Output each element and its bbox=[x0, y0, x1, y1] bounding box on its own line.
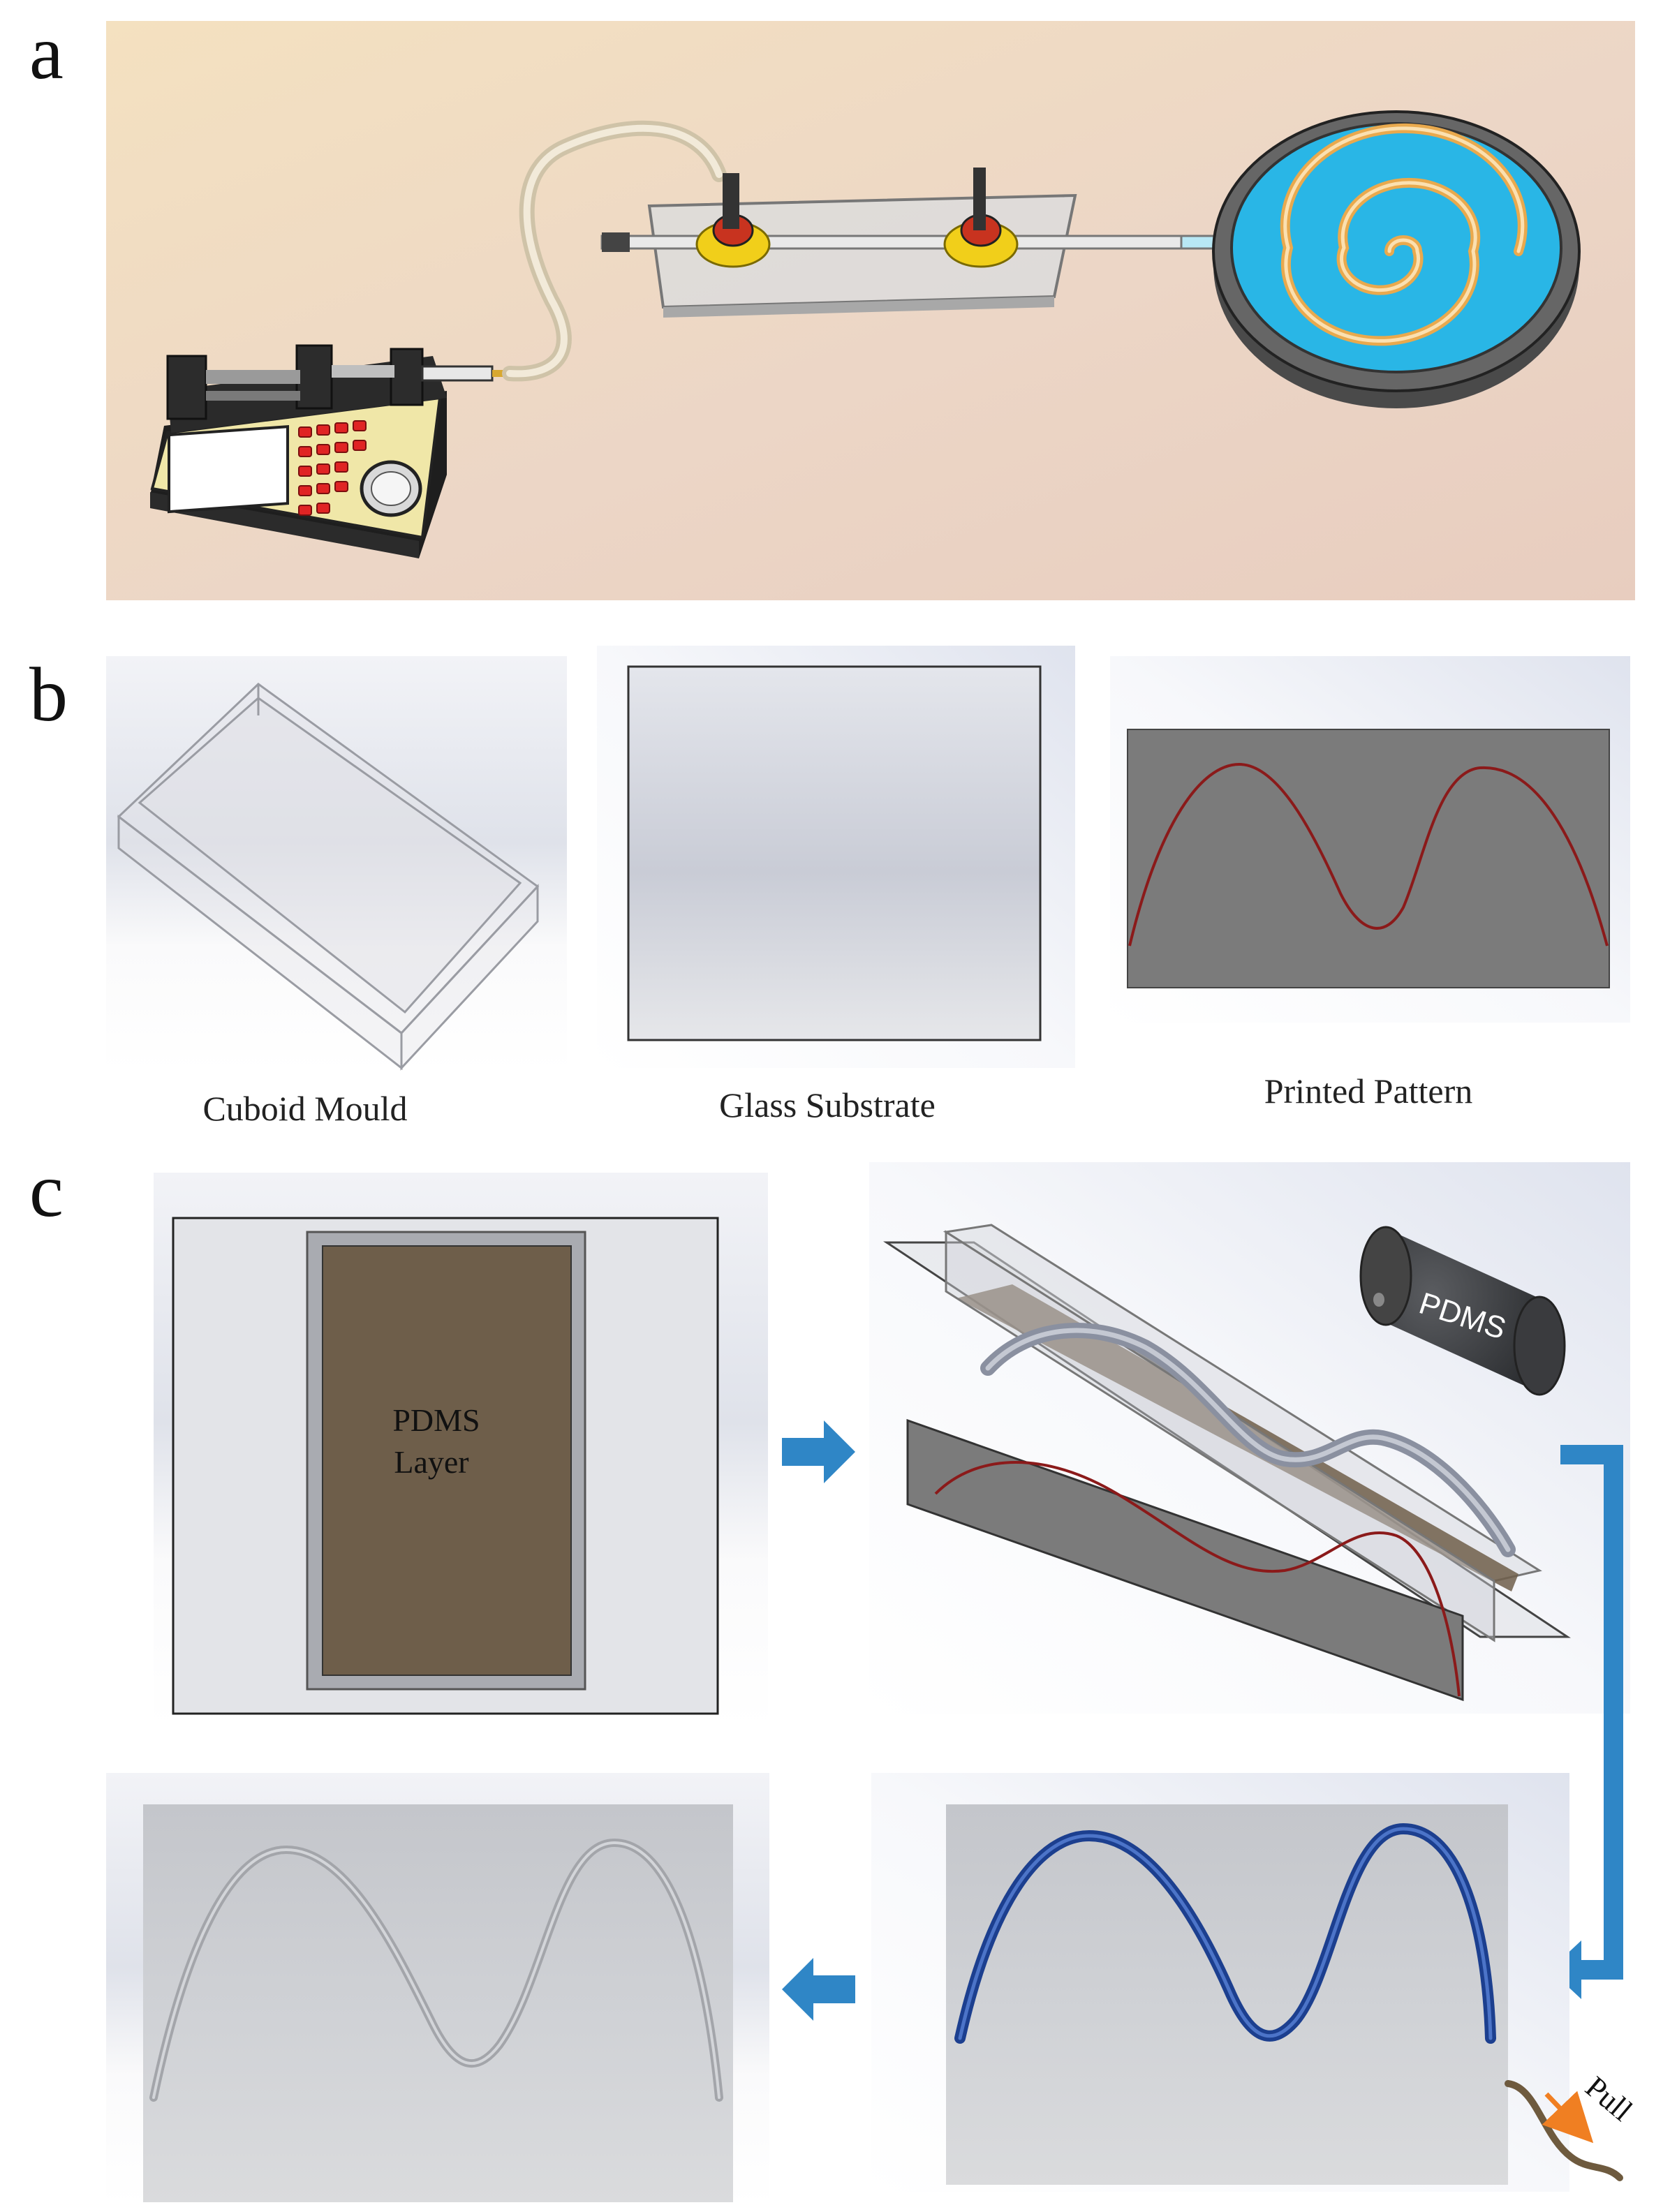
pump-display bbox=[168, 425, 289, 514]
pdms-layer-label-line2: Layer bbox=[394, 1444, 468, 1480]
pdms-cylinder bbox=[1359, 1226, 1566, 1396]
panel-b-scene bbox=[106, 646, 1630, 1071]
caption-cuboid-mould: Cuboid Mould bbox=[202, 1089, 407, 1128]
printed-pattern-plate bbox=[1127, 729, 1610, 988]
pdms-layer bbox=[322, 1245, 572, 1676]
bottom-pattern-plate bbox=[906, 1418, 1464, 1702]
water-bath bbox=[1230, 122, 1562, 373]
cuboid-mould bbox=[117, 683, 540, 1071]
syringe-pump bbox=[150, 344, 510, 558]
glass-substrate bbox=[627, 665, 1042, 1041]
panel-c-scene: PDMS Layer PDMS bbox=[106, 1162, 1639, 2206]
pulled-tube-end bbox=[1505, 2080, 1623, 2181]
collection-dish bbox=[1212, 110, 1581, 408]
assembly-exploded-view bbox=[883, 1224, 1571, 1702]
panel-label-a: a bbox=[29, 10, 64, 95]
caption-glass-substrate: Glass Substrate bbox=[719, 1085, 936, 1124]
arrow-step3-to-step4 bbox=[782, 1958, 855, 2021]
pdms-layer-label-line1: PDMS bbox=[392, 1402, 480, 1438]
bottom-pattern-curve bbox=[934, 1461, 1461, 1697]
arrow-step1-to-step2 bbox=[782, 1420, 855, 1483]
printed-pattern-curve bbox=[1128, 762, 1609, 947]
panel-label-c: c bbox=[29, 1148, 64, 1233]
coaxial-stage bbox=[600, 168, 1249, 318]
panel-label-b: b bbox=[29, 652, 68, 737]
pull-arrow bbox=[1542, 2091, 1594, 2144]
glass-capillary bbox=[600, 235, 1183, 250]
caption-printed-pattern: Printed Pattern bbox=[1264, 1071, 1473, 1111]
arrow-step2-to-step3 bbox=[1550, 1445, 1623, 1999]
pump-keypad bbox=[298, 420, 367, 516]
panel-a-scene bbox=[106, 21, 1635, 600]
pull-label: Pull bbox=[1579, 2070, 1639, 2128]
mould-background bbox=[106, 656, 567, 1071]
step4-plate bbox=[143, 1804, 733, 2202]
